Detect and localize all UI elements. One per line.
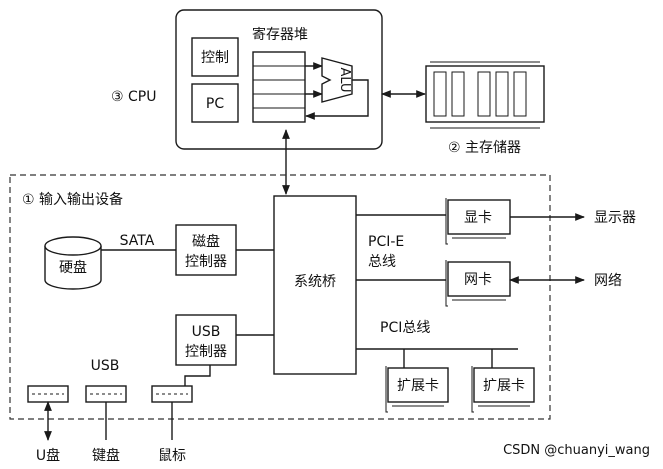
disk-controller-label-2: 控制器 (185, 254, 227, 270)
control-unit-label: 控制 (201, 50, 229, 66)
network-label: 网络 (594, 273, 622, 289)
expansion-card-1-label: 扩展卡 (397, 378, 439, 394)
hard-disk-label: 硬盘 (59, 259, 87, 276)
pcie-bus-label-1: PCI-E (368, 234, 404, 250)
register-file (252, 51, 306, 123)
main-memory-module (425, 61, 545, 129)
pc-register-box (191, 83, 239, 123)
usb-port-1 (27, 385, 69, 403)
main-memory-label: ② 主存储器 (448, 140, 521, 156)
register-file-label: 寄存器堆 (252, 26, 308, 43)
pci-bus-label: PCI总线 (380, 320, 430, 336)
usb-port-2 (85, 385, 127, 403)
alu-feedback-arrow (305, 79, 369, 120)
io-region (9, 174, 551, 420)
disk-controller-label-1: 磁盘 (192, 233, 220, 250)
usb-controller-label-2: 控制器 (185, 344, 227, 360)
system-bridge-box (273, 195, 357, 375)
pcie-bus-label-2: 总线 (368, 254, 396, 270)
display-label: 显示器 (594, 210, 636, 226)
usb-device-2-label: 键盘 (92, 447, 120, 464)
control-unit-box (191, 37, 239, 77)
alu-shape (321, 57, 353, 103)
usb-device-1-label: U盘 (36, 447, 60, 464)
pc-register-label: PC (206, 96, 224, 112)
usb-controller-label-1: USB (192, 324, 221, 340)
system-bridge-label: 系统桥 (294, 274, 336, 290)
hard-disk-icon (44, 236, 102, 290)
alu-label: ALU (337, 67, 352, 92)
expansion-card-2-label: 扩展卡 (483, 378, 525, 394)
usb-bus-label: USB (91, 358, 120, 374)
io-label: ① 输入输出设备 (22, 191, 123, 208)
watermark-text: CSDN @chuanyi_wang (503, 443, 650, 458)
expansion-card-2 (471, 349, 535, 413)
graphics-card-label: 显卡 (464, 210, 492, 226)
network-card-label: 网卡 (464, 272, 492, 288)
usb-trunk-link (184, 365, 211, 386)
cpu-label: ③ CPU (111, 89, 156, 105)
usb-device-3-label: 鼠标 (158, 448, 186, 464)
usb-port-3 (151, 385, 193, 403)
expansion-card-1 (385, 349, 449, 413)
sata-label: SATA (120, 233, 155, 249)
usb-controller-box (175, 314, 237, 366)
